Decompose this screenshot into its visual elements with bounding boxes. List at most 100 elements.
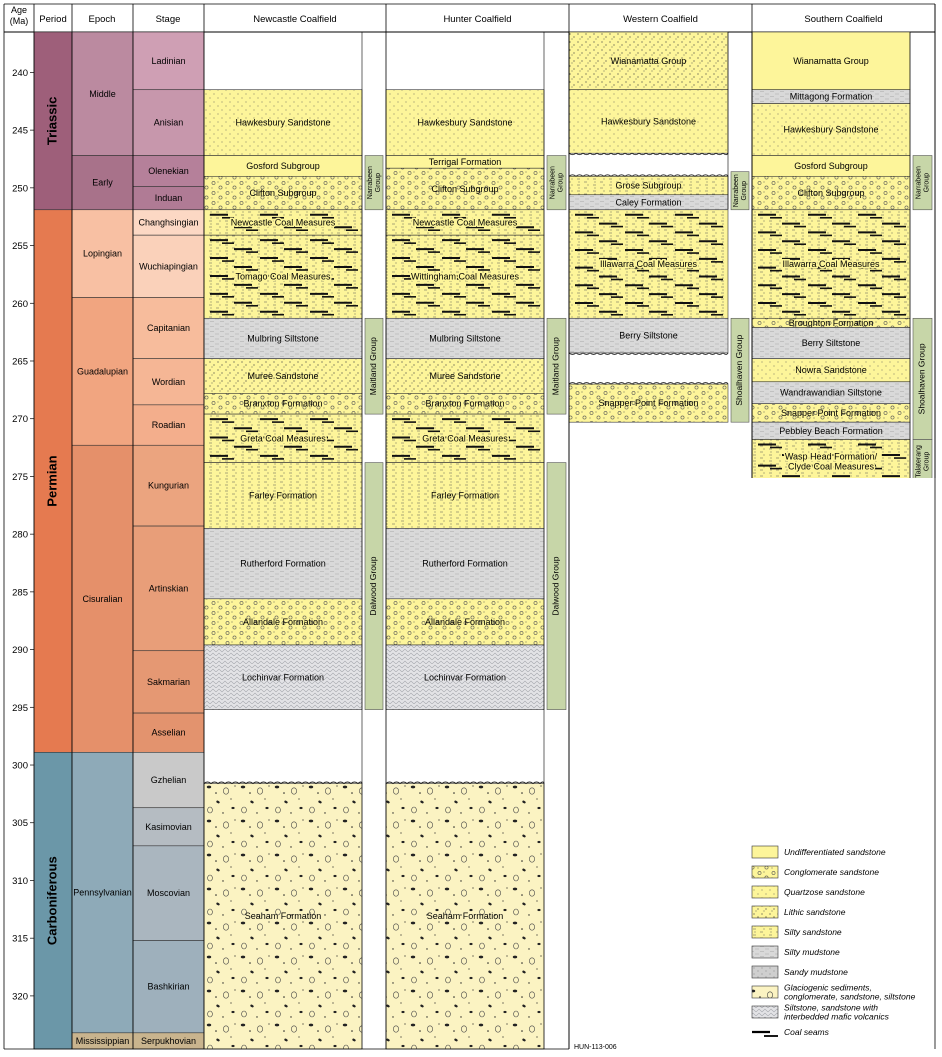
- formation-label: Mulbring Siltstone: [247, 333, 319, 343]
- stage-cell: [132, 712, 205, 753]
- formation-box: [568, 383, 729, 423]
- stage-label: Capitanian: [147, 323, 190, 333]
- age-unit-label: (Ma): [10, 16, 29, 26]
- group-label: Dalwood Group: [551, 556, 561, 615]
- epoch-label: Pennsylvanian: [73, 888, 132, 898]
- stage-cell: [132, 404, 205, 446]
- group-label: Maitland Group: [551, 337, 561, 395]
- formation-label: Nowra Sandstone: [795, 365, 867, 375]
- formation-label: Caley Formation: [615, 197, 681, 207]
- legend-swatch: [751, 905, 779, 919]
- age-tick-label: 265: [12, 356, 28, 367]
- stage-label: Changhsingian: [138, 217, 198, 227]
- age-tick-label: 260: [12, 299, 28, 310]
- formation-label: Farley Formation: [249, 490, 317, 500]
- formation-label: Lochinvar Formation: [424, 672, 506, 682]
- formation-box: [751, 103, 911, 156]
- formation-label: Broughton Formation: [789, 318, 874, 328]
- epoch-label: Early: [92, 178, 113, 188]
- period-header: Period: [39, 14, 66, 25]
- epoch-label: Middle: [89, 89, 116, 99]
- group-label: Maitland Group: [368, 337, 378, 395]
- age-tick-label: 320: [12, 991, 28, 1002]
- formation-box: [203, 644, 363, 710]
- epoch-label: Cisuralian: [82, 594, 122, 604]
- stage-cell: [132, 845, 205, 941]
- stage-label: Sakmarian: [147, 677, 190, 687]
- formation-label: Terrigal Formation: [429, 157, 502, 167]
- formation-label: Allandale Formation: [243, 617, 323, 627]
- basin-header: Western Coalfield: [623, 14, 698, 25]
- group-label: Dalwood Group: [368, 556, 378, 615]
- age-tick-label: 245: [12, 126, 28, 137]
- group-box: [364, 317, 384, 415]
- stage-cell: [132, 940, 205, 1034]
- group-box: [912, 155, 933, 211]
- legend-swatch: [751, 925, 779, 939]
- formation-box: [203, 528, 363, 600]
- stage-cell: [132, 525, 205, 652]
- stage-label: Gzhelian: [151, 775, 187, 785]
- group-box: [546, 317, 567, 415]
- formation-label: Clyde Coal Measures: [788, 461, 875, 471]
- formation-box: [751, 209, 911, 319]
- formation-label: Newcastle Coal Measures: [231, 217, 336, 227]
- formation-label: Clifton Subgroup: [249, 188, 316, 198]
- epoch-column: MiddleEarlyLopingianGuadalupianCisuralia…: [71, 31, 134, 1050]
- epoch-cell: [71, 209, 134, 298]
- group-label: Narrabeen: [549, 166, 556, 199]
- formation-box: [385, 167, 545, 211]
- age-tick-label: 285: [12, 587, 28, 598]
- basin-header: Newcastle Coalfield: [253, 14, 336, 25]
- age-tick-label: 270: [12, 414, 28, 425]
- formation-label: Muree Sandstone: [247, 371, 318, 381]
- legend-label: Lithic sandstone: [784, 907, 846, 917]
- stage-label: Moscovian: [147, 888, 190, 898]
- formation-label: Lochinvar Formation: [242, 672, 324, 682]
- formation-label: Illawarra Coal Measures: [782, 259, 880, 269]
- stage-label: Ladinian: [151, 56, 185, 66]
- unconformity-line: [203, 781, 363, 785]
- formation-label: Hawkesbury Sandstone: [783, 125, 878, 135]
- formation-box: [203, 209, 363, 236]
- legend-label: Silty mudstone: [784, 947, 840, 957]
- formation-label: Wianamatta Group: [793, 56, 869, 66]
- stage-cell: [132, 358, 205, 406]
- stage-label: Serpukhovian: [141, 1036, 196, 1046]
- group-box: [546, 155, 567, 211]
- unconformity-line: [568, 174, 729, 177]
- stage-cell: [132, 155, 205, 187]
- formation-label: Illawarra Coal Measures: [600, 259, 698, 269]
- formation-label: Hawkesbury Sandstone: [601, 116, 696, 126]
- formation-label: Branxton Formation: [243, 399, 322, 409]
- formation-label: Branxton Formation: [425, 399, 504, 409]
- formation-label: Gosford Subgroup: [246, 161, 320, 171]
- stage-label: Asselian: [151, 728, 185, 738]
- stage-cell: [132, 444, 205, 527]
- formation-box: [568, 31, 729, 91]
- formation-label: Seaham Formation: [245, 911, 322, 921]
- legend-label: Conglomerate sandstone: [784, 867, 879, 877]
- age-tick-label: 300: [12, 761, 28, 772]
- formation-box: [385, 462, 545, 529]
- group-label: Group: [741, 181, 748, 201]
- formation-label: Berry Siltstone: [802, 338, 861, 348]
- group-label: Talaterang: [915, 445, 922, 478]
- formation-label: Clifton Subgroup: [797, 188, 864, 198]
- age-tick-label: 280: [12, 530, 28, 541]
- age-tick-label: 290: [12, 645, 28, 656]
- basin-header: Southern Coalfield: [804, 14, 882, 25]
- unconformity-line: [568, 352, 729, 355]
- stage-label: Kasimovian: [145, 822, 192, 832]
- formation-label: Greta Coal Measures: [422, 433, 508, 443]
- legend-swatch: [751, 945, 779, 959]
- formation-box: [751, 327, 911, 359]
- formation-label: Mulbring Siltstone: [429, 333, 501, 343]
- stage-label: Induan: [155, 193, 183, 203]
- formation-label: Wianamatta Group: [611, 56, 687, 66]
- legend-label: Sandy mudstone: [784, 967, 848, 977]
